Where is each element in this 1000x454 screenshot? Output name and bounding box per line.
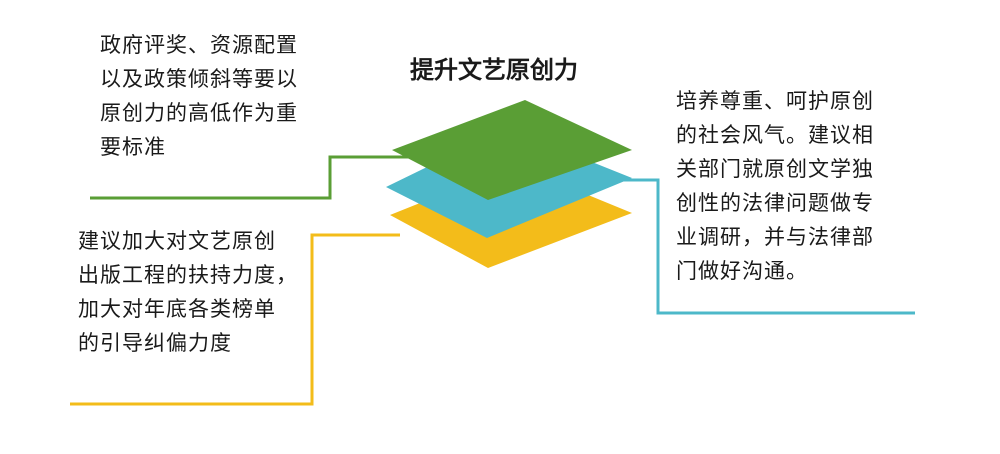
connector-yellow <box>70 233 400 406</box>
layer-green <box>392 100 632 200</box>
callout-right: 培养尊重、呵护原创 的社会风气。建议相 关部门就原创文学独 创性的法律问题做专 … <box>676 89 874 283</box>
connector-blue <box>610 178 915 315</box>
callout-bottom-left: 建议加大对文艺原创 出版工程的扶持力度， 加大对年底各类榜单 的引导纠偏力度 <box>78 229 298 355</box>
diagram-title: 提升文艺原创力 <box>410 56 578 84</box>
connector-green <box>90 155 410 200</box>
callout-top-left: 政府评奖、资源配置 以及政策倾斜等要以 原创力的高低作为重 要标准 <box>100 33 298 159</box>
